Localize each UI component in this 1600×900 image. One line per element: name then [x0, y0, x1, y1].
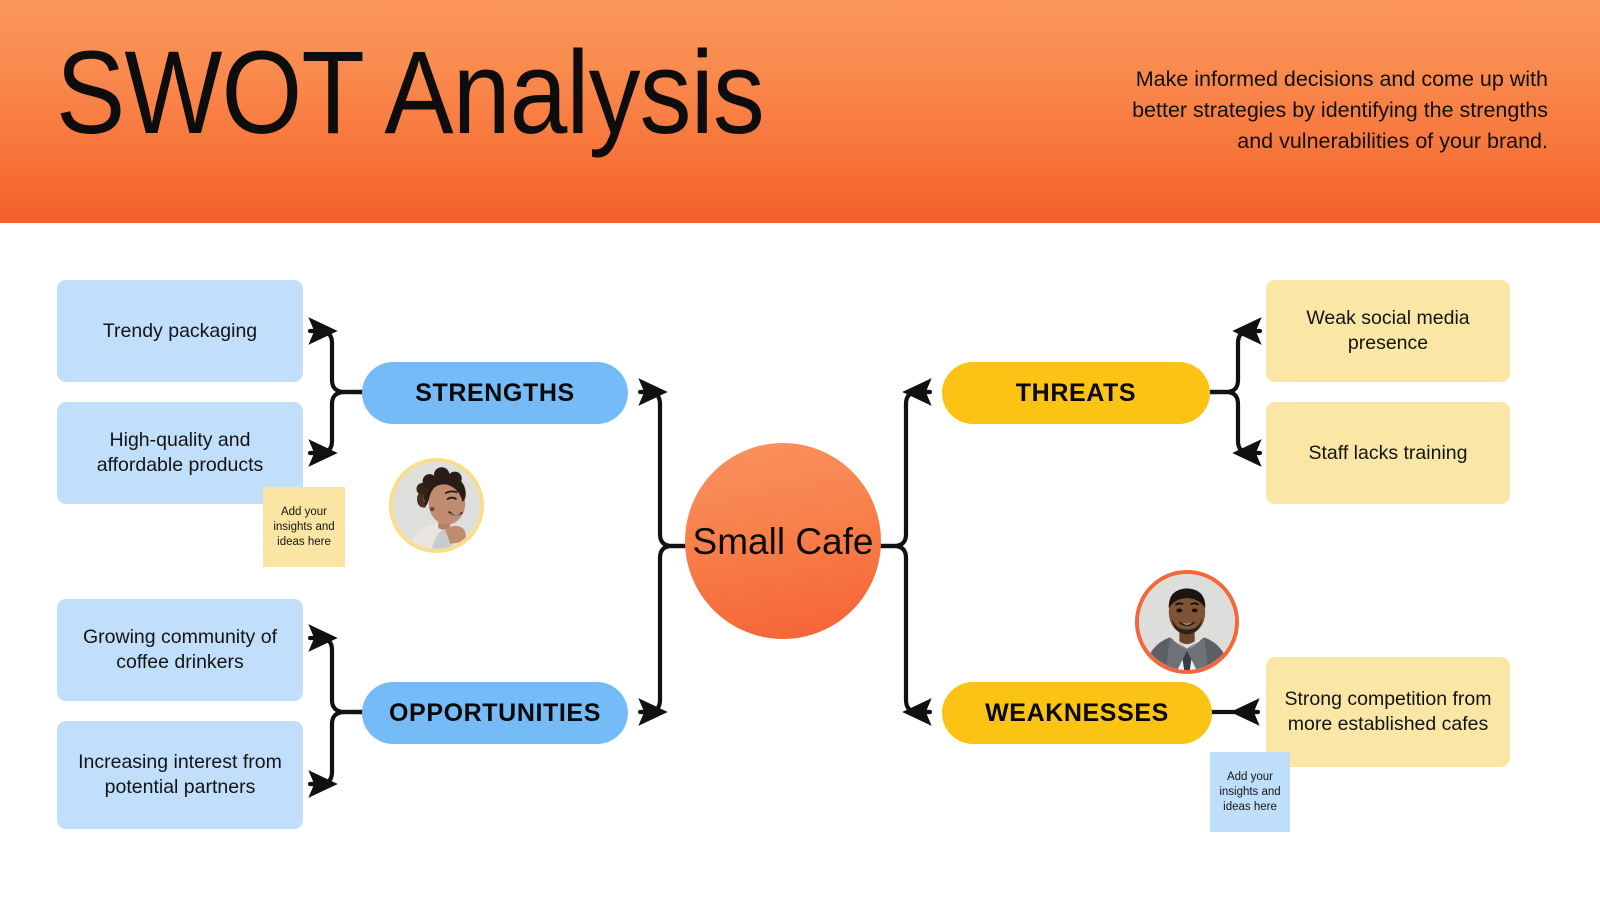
sticky-note-strengths[interactable]: Add your insights and ideas here — [263, 487, 345, 567]
leaf-opportunities-1-label: Growing community of coffee drinkers — [83, 626, 277, 673]
sticky-note-weaknesses-label: Add your insights and ideas here — [1219, 770, 1281, 813]
leaf-strengths-1-label: Trendy packaging — [102, 319, 258, 342]
header-subtitle: Make informed decisions and come up with… — [1132, 67, 1548, 153]
avatar-man-photo — [1139, 574, 1235, 670]
leaf-opportunities-1[interactable]: Growing community of coffee drinkers — [57, 599, 303, 701]
pill-strengths[interactable]: STRENGTHS — [362, 362, 628, 424]
center-node-label: Small Cafe — [692, 520, 874, 562]
pill-strengths-label: STRENGTHS — [415, 378, 575, 407]
page-title: SWOT Analysis — [56, 27, 765, 159]
pill-threats-label: THREATS — [1015, 378, 1137, 407]
pill-threats[interactable]: THREATS — [942, 362, 1210, 424]
sticky-note-strengths-label: Add your insights and ideas here — [273, 505, 335, 548]
center-node-small-cafe[interactable]: Small Cafe — [685, 443, 881, 639]
avatar-woman-smiling — [389, 458, 484, 553]
leaf-threats-1-label: Weak social media presence — [1306, 307, 1470, 354]
leaf-threats-1[interactable]: Weak social media presence — [1266, 280, 1510, 382]
leaf-opportunities-2-label: Increasing interest from potential partn… — [78, 751, 282, 798]
pill-weaknesses[interactable]: WEAKNESSES — [942, 682, 1212, 744]
leaf-strengths-2-label: High-quality and affordable products — [96, 429, 264, 476]
leaf-weaknesses-1-label: Strong competition from more established… — [1284, 688, 1492, 735]
pill-weaknesses-label: WEAKNESSES — [985, 698, 1169, 727]
avatar-man-suit — [1135, 570, 1239, 674]
avatar-woman-photo — [393, 462, 480, 549]
pill-opportunities[interactable]: OPPORTUNITIES — [362, 682, 628, 744]
leaf-strengths-2[interactable]: High-quality and affordable products — [57, 402, 303, 504]
sticky-note-weaknesses[interactable]: Add your insights and ideas here — [1210, 752, 1290, 832]
leaf-threats-2[interactable]: Staff lacks training — [1266, 402, 1510, 504]
pill-opportunities-label: OPPORTUNITIES — [389, 698, 601, 727]
header-banner: SWOT Analysis Make informed decisions an… — [0, 0, 1600, 223]
leaf-threats-2-label: Staff lacks training — [1308, 441, 1468, 464]
leaf-strengths-1[interactable]: Trendy packaging — [57, 280, 303, 382]
leaf-weaknesses-1[interactable]: Strong competition from more established… — [1266, 657, 1510, 767]
leaf-opportunities-2[interactable]: Increasing interest from potential partn… — [57, 721, 303, 829]
